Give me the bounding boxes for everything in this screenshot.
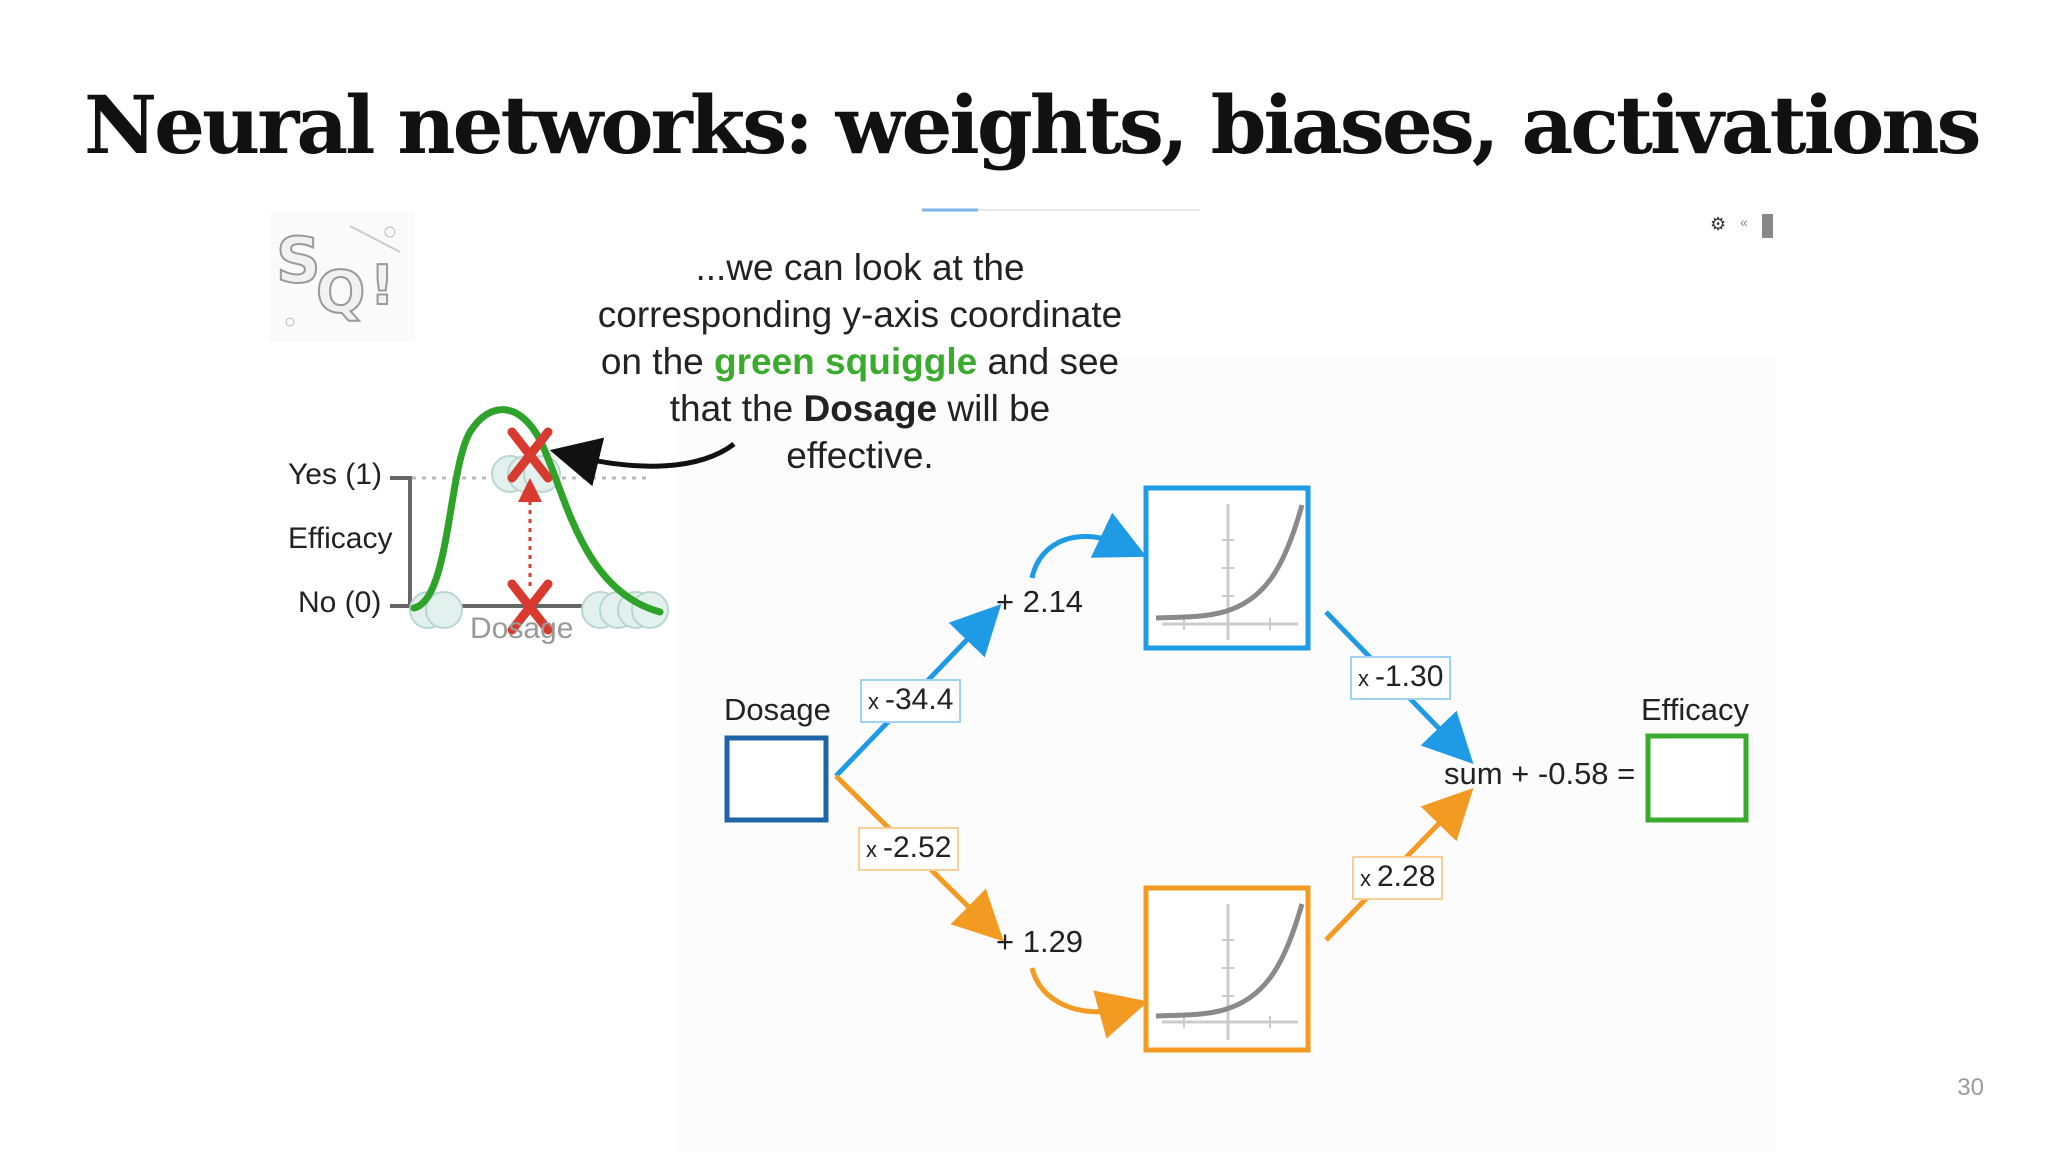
caption-line-3-pre: on the — [600, 341, 715, 382]
svg-text:Q: Q — [316, 258, 365, 326]
yes-label: Yes (1) — [288, 458, 382, 491]
slide-title: Neural networks: weights, biases, activa… — [84, 78, 1982, 172]
bottom-weight-value: -2.52 — [883, 831, 952, 864]
output-node — [1645, 733, 1749, 823]
top-activation-node — [1143, 485, 1311, 651]
bottom-activation-node — [1143, 885, 1311, 1053]
edge-top-bias — [1029, 512, 1147, 579]
efficacy-axis-label: Efficacy — [288, 522, 393, 555]
times-symbol: x — [1358, 666, 1369, 691]
red-x-bottom — [507, 579, 553, 635]
top-bias-label: + 2.14 — [996, 584, 1084, 619]
output-label: Efficacy — [1641, 692, 1749, 727]
svg-text:!: ! — [370, 254, 395, 317]
figure-toolbar — [922, 208, 1773, 238]
caption-text: ...we can look at the corresponding y-ax… — [510, 244, 1210, 479]
input-label: Dosage — [724, 692, 831, 727]
sum-label: sum + -0.58 = — [1444, 756, 1636, 791]
caption-line-1: ...we can look at the — [695, 247, 1025, 288]
logo-image: S Q ! — [270, 212, 415, 342]
gear-icon[interactable]: ⚙ — [1710, 214, 1727, 234]
bottom-bias-label: + 1.29 — [996, 924, 1084, 959]
svg-text:S: S — [276, 224, 321, 297]
caption-line-4-pre: that the — [669, 388, 804, 429]
top-weight-tag: x-34.4 — [860, 679, 962, 723]
caption-line-4-post: will be — [937, 388, 1051, 429]
caption-line-3-post: and see — [977, 341, 1120, 382]
red-x-top — [507, 427, 553, 483]
pointer-arrow — [549, 437, 736, 487]
input-node — [724, 735, 829, 823]
green-squiggle-text: green squiggle — [714, 341, 978, 382]
times-symbol: x — [1360, 866, 1371, 891]
green-squiggle — [410, 406, 664, 616]
top-out-weight-tag: x-1.30 — [1350, 656, 1452, 700]
dosage-axis-label: Dosage — [470, 612, 574, 645]
bottom-weight-tag: x-2.52 — [858, 827, 960, 871]
caption-line-4: that the Dosage will be — [510, 385, 1210, 432]
page-number: 30 — [1957, 1074, 1984, 1101]
dosage-bold-text: Dosage — [803, 388, 938, 429]
caption-line-5: effective. — [786, 435, 934, 476]
times-symbol: x — [866, 837, 877, 862]
top-out-weight-value: -1.30 — [1375, 660, 1444, 693]
caption-line-2: corresponding y-axis coordinate — [597, 294, 1123, 335]
top-weight-value: -34.4 — [885, 683, 954, 716]
no-label: No (0) — [298, 586, 382, 619]
collapse-icon[interactable]: « — [1740, 214, 1748, 230]
bottom-out-weight-value: 2.28 — [1377, 860, 1436, 893]
edge-bottom-bias — [1029, 967, 1149, 1039]
times-symbol: x — [868, 689, 879, 714]
caption-line-3: on the green squiggle and see — [510, 338, 1210, 385]
